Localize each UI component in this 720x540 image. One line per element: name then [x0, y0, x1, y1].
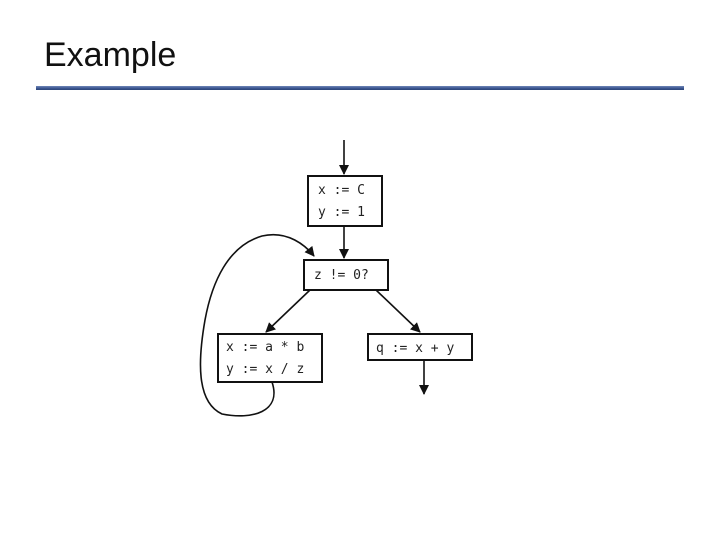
title-rule [36, 86, 684, 90]
slide-title: Example [44, 36, 177, 74]
block-exit: q := x + y [367, 333, 473, 361]
edge-test-to-exit [375, 289, 421, 333]
block-init: x := C y := 1 [307, 175, 383, 227]
edge-test-to-loop-body [265, 289, 311, 333]
block-loop-body: x := a * b y := x / z [217, 333, 323, 383]
block-init-line-2: y := 1 [318, 205, 365, 220]
block-init-line-1: x := C [318, 183, 365, 198]
block-loop-body-line-2: y := x / z [226, 362, 304, 377]
block-loop-body-line-1: x := a * b [226, 340, 304, 355]
back-edge-loop-to-test [199, 233, 315, 417]
block-test: z != 0? [303, 259, 389, 291]
block-exit-line-1: q := x + y [376, 341, 454, 356]
block-test-line-1: z != 0? [314, 268, 369, 283]
